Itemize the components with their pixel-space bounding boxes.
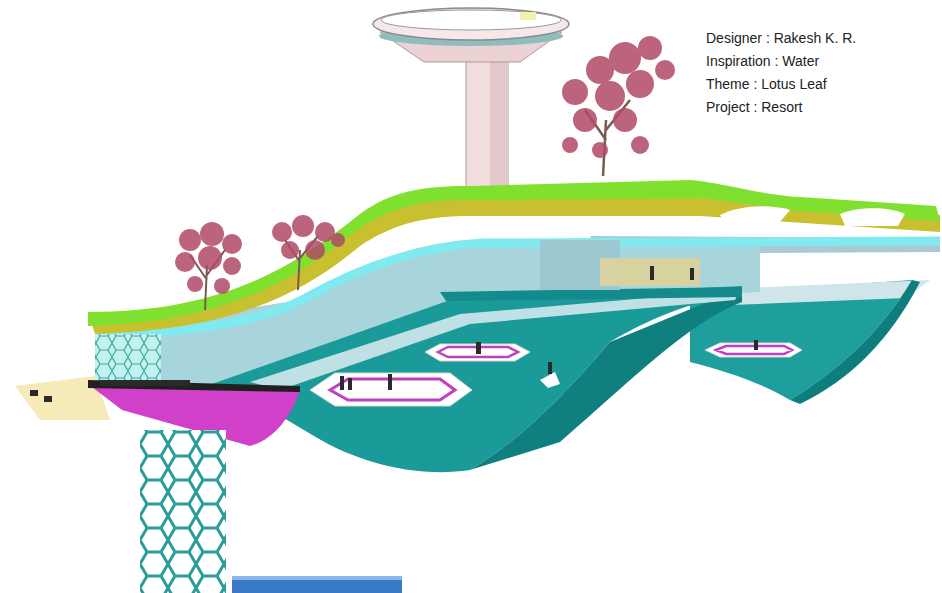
hex-platform xyxy=(705,343,802,357)
tower xyxy=(373,8,569,187)
cyan-band xyxy=(95,241,940,334)
person xyxy=(348,378,352,390)
platform-edge xyxy=(88,380,300,392)
glass-pattern xyxy=(95,334,161,382)
tree-foliage xyxy=(562,36,675,158)
people xyxy=(340,266,758,390)
chair xyxy=(30,390,38,396)
right-hull-edge xyxy=(790,280,920,404)
lounger xyxy=(540,372,560,388)
hex-inlay xyxy=(330,379,455,400)
blue-base-top xyxy=(232,576,402,580)
roof-opening xyxy=(840,208,905,226)
info-panel: Designer : Rakesh K. R.Inspiration : Wat… xyxy=(706,27,856,119)
person xyxy=(476,342,481,354)
interior-room xyxy=(600,258,700,286)
person xyxy=(690,268,694,280)
person xyxy=(388,374,392,390)
info-label: Designer : Rakesh K. R. xyxy=(706,27,856,50)
tower-column-shade xyxy=(490,55,508,187)
olive-band xyxy=(88,198,940,334)
main-hull xyxy=(212,286,742,472)
tower-rail xyxy=(381,10,561,30)
person xyxy=(340,376,344,390)
chair xyxy=(44,396,52,402)
tree xyxy=(272,215,345,290)
info-label: Project : Resort xyxy=(706,96,856,119)
tree xyxy=(562,36,675,176)
tower-column xyxy=(466,55,508,187)
blue-base xyxy=(232,576,402,593)
person xyxy=(548,362,552,374)
tree-foliage xyxy=(272,215,345,260)
lattice-column xyxy=(140,430,226,593)
railing xyxy=(100,380,190,386)
green-roof xyxy=(88,180,940,326)
hex-platform xyxy=(310,373,472,406)
tree xyxy=(175,222,242,310)
tower-deck xyxy=(373,8,569,40)
info-label: Theme : Lotus Leaf xyxy=(706,73,856,96)
roof-opening xyxy=(720,206,790,224)
tower-window xyxy=(520,12,536,20)
lattice-pattern xyxy=(140,430,226,593)
tree-foliage xyxy=(175,222,242,294)
info-label: Inspiration : Water xyxy=(706,50,856,73)
interior-floor xyxy=(250,290,740,390)
person xyxy=(754,340,758,350)
person xyxy=(650,266,654,280)
glass-facade xyxy=(95,334,161,382)
furniture xyxy=(30,380,190,402)
